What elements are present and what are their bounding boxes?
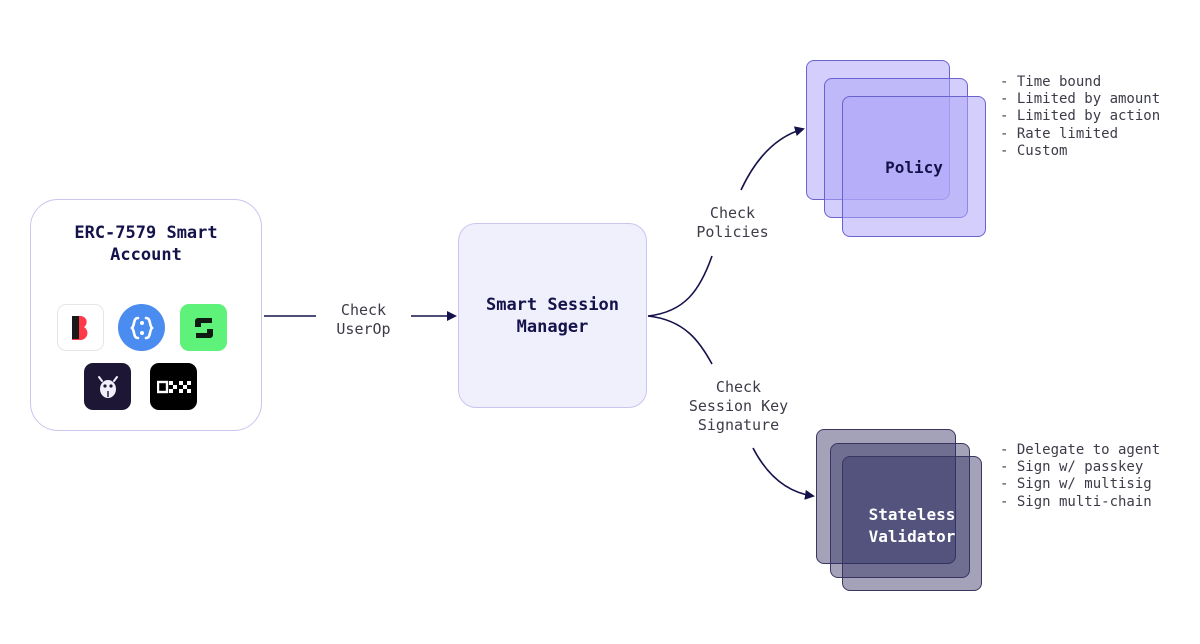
policy-title: Policy xyxy=(885,158,943,177)
check-userop-label: Check UserOp xyxy=(336,301,391,338)
validator-card-middle xyxy=(830,443,970,578)
list-item: Sign w/ multisig xyxy=(1000,476,1190,493)
list-item: Limited by action xyxy=(1000,108,1190,125)
smart-session-manager-title: Smart Session Manager xyxy=(485,295,620,337)
smart-session-manager-node xyxy=(458,223,647,408)
manager-to-policies-curve xyxy=(647,255,713,317)
policies-to-policy-arrow xyxy=(740,126,805,191)
list-item: Limited by amount xyxy=(1000,91,1190,108)
policy-card-front xyxy=(842,96,986,237)
check-policies-label: Check Policies xyxy=(696,204,769,241)
list-item: Time bound xyxy=(1000,74,1190,91)
validator-card-back xyxy=(816,429,956,564)
biconomy-icon xyxy=(118,304,165,351)
bitget-wallet-icon xyxy=(57,304,104,351)
safe-icon xyxy=(180,304,227,351)
list-item: Sign w/ passkey xyxy=(1000,459,1190,476)
check-session-key-signature-label: Check Session Key Signature xyxy=(688,378,789,434)
manager-to-signature-curve xyxy=(647,315,713,365)
ghost-bug-icon xyxy=(84,363,131,410)
smart-account-title: ERC-7579 Smart Account xyxy=(74,223,218,265)
list-item: Sign multi-chain xyxy=(1000,494,1190,511)
list-item: Custom xyxy=(1000,143,1190,160)
okx-icon xyxy=(150,363,197,410)
validator-options-list: Delegate to agent Sign w/ passkey Sign w… xyxy=(1000,442,1190,511)
signature-to-validator-arrow xyxy=(752,447,815,500)
list-item: Delegate to agent xyxy=(1000,442,1190,459)
stateless-validator-title: Stateless Validator xyxy=(868,505,956,546)
policy-options-list: Time bound Limited by amount Limited by … xyxy=(1000,74,1190,160)
validator-card-front xyxy=(842,456,982,591)
list-item: Rate limited xyxy=(1000,126,1190,143)
